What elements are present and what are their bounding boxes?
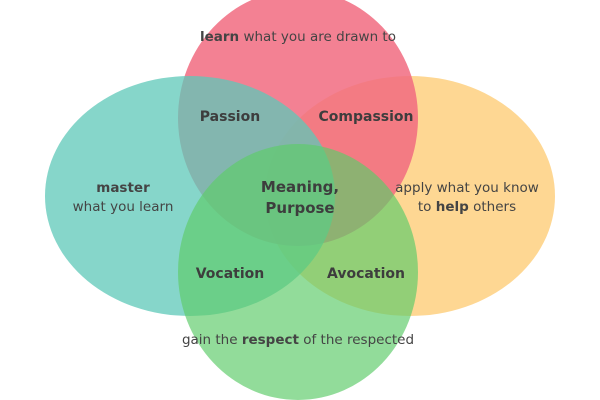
label-master: master what you learn	[50, 179, 196, 217]
region-meaning-line1: Meaning,	[260, 178, 340, 196]
region-compassion: Compassion	[318, 109, 414, 125]
label-respect-pre: gain the	[181, 332, 242, 348]
region-passion: Passion	[199, 109, 261, 125]
label-respect: gain the respect of the respected	[150, 331, 446, 350]
region-meaning-line2: Purpose	[265, 199, 335, 217]
label-respect-verb: respect	[241, 332, 299, 348]
circle-gain-respect	[178, 144, 418, 400]
label-help-verb: help	[435, 199, 469, 215]
label-respect-post: of the respected	[298, 332, 415, 348]
label-learn-verb: learn	[200, 29, 240, 45]
region-meaning-purpose: Meaning, Purpose	[238, 177, 362, 219]
region-vocation: Vocation	[195, 266, 265, 282]
label-learn: learn what you are drawn to	[150, 28, 446, 47]
label-master-rest: what you learn	[72, 199, 174, 215]
label-help-pre: to	[417, 199, 436, 215]
label-learn-rest: what you are drawn to	[239, 29, 396, 45]
label-help-post: others	[468, 199, 517, 215]
label-help-line1: apply what you know	[395, 180, 539, 196]
label-help-others: apply what you know to help others	[394, 179, 540, 217]
region-avocation: Avocation	[327, 266, 405, 282]
label-master-verb: master	[96, 180, 150, 196]
